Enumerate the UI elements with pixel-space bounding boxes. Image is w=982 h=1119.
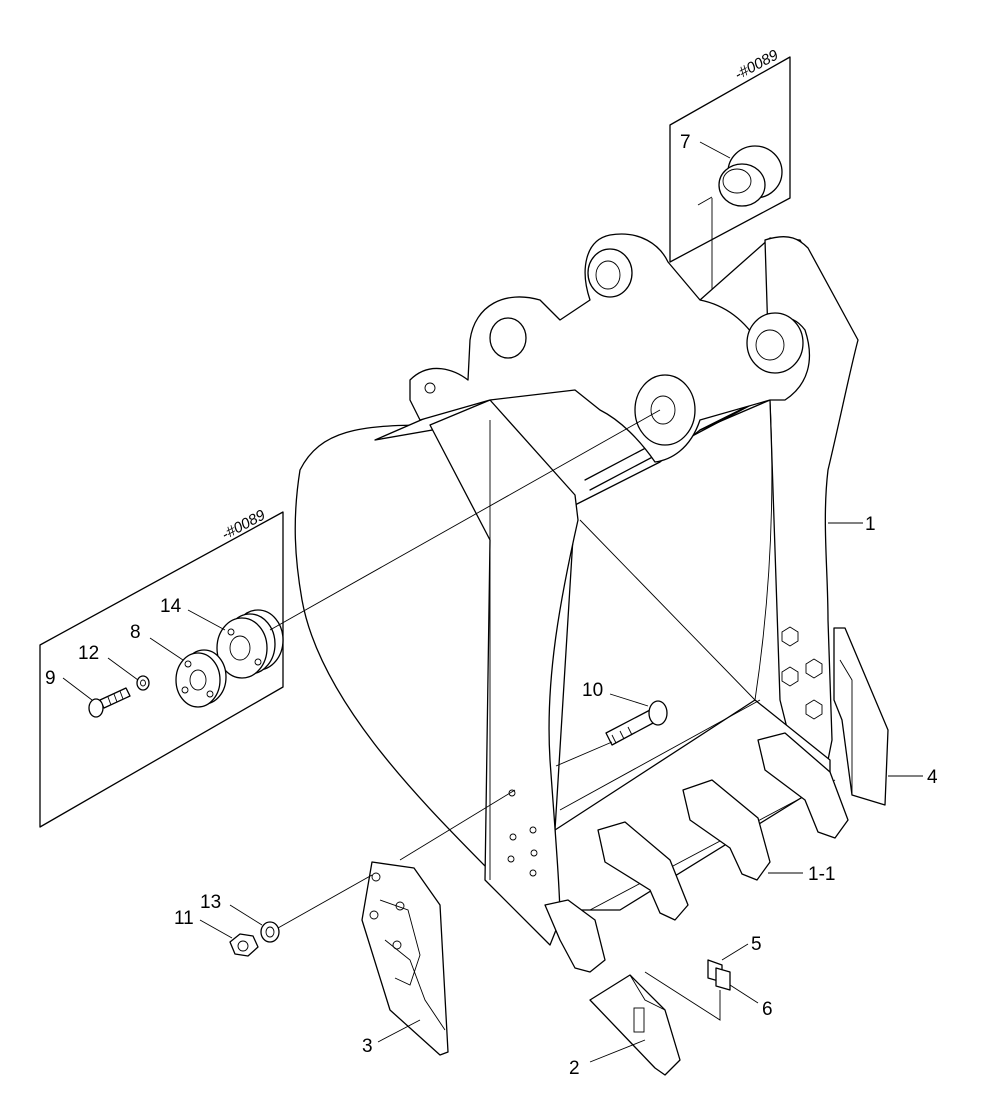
washer-part-13[interactable] [260, 921, 280, 943]
side-cutter-part-4[interactable] [833, 627, 889, 806]
callout-labels: 1 1-1 2 3 4 5 6 7 8 9 10 11 12 13 14 [45, 132, 938, 1079]
bushing-part-7[interactable] [718, 145, 783, 207]
plate-part-8[interactable] [175, 649, 227, 708]
label-part-6: 6 [762, 999, 773, 1020]
bolt-part-9[interactable] [88, 687, 131, 718]
label-part-13: 13 [200, 892, 221, 913]
inset-left: -#0089 [39, 506, 284, 828]
bolt-part-10[interactable] [605, 700, 668, 746]
tooth-adapters-part-1-1[interactable] [544, 732, 849, 973]
label-part-10: 10 [582, 680, 603, 701]
washer-part-12[interactable] [136, 675, 150, 691]
label-part-11: 11 [174, 908, 194, 929]
tooth-assembly-callout [644, 971, 721, 1021]
inset-left-serial-note: -#0089 [219, 506, 269, 543]
lock-part-6[interactable] [715, 967, 731, 991]
label-part-7: 7 [680, 132, 691, 153]
label-part-1: 1 [865, 514, 876, 535]
label-part-9: 9 [45, 668, 56, 689]
label-part-5: 5 [751, 934, 762, 955]
leader-lines [62, 141, 923, 1063]
label-part-4: 4 [927, 767, 938, 788]
side-shroud-part-3[interactable] [361, 861, 449, 1056]
label-part-1-1: 1-1 [808, 864, 835, 885]
label-part-8: 8 [130, 622, 141, 643]
nut-part-11[interactable] [229, 933, 259, 957]
label-part-3: 3 [362, 1036, 373, 1057]
inset-top-serial-note: -#0089 [732, 46, 782, 83]
label-part-2: 2 [569, 1058, 580, 1079]
tooth-point-part-2[interactable] [589, 974, 681, 1076]
label-part-14: 14 [160, 596, 182, 617]
label-part-12: 12 [78, 643, 99, 664]
bucket-body[interactable] [294, 233, 859, 946]
shim-part-14[interactable] [216, 609, 284, 679]
